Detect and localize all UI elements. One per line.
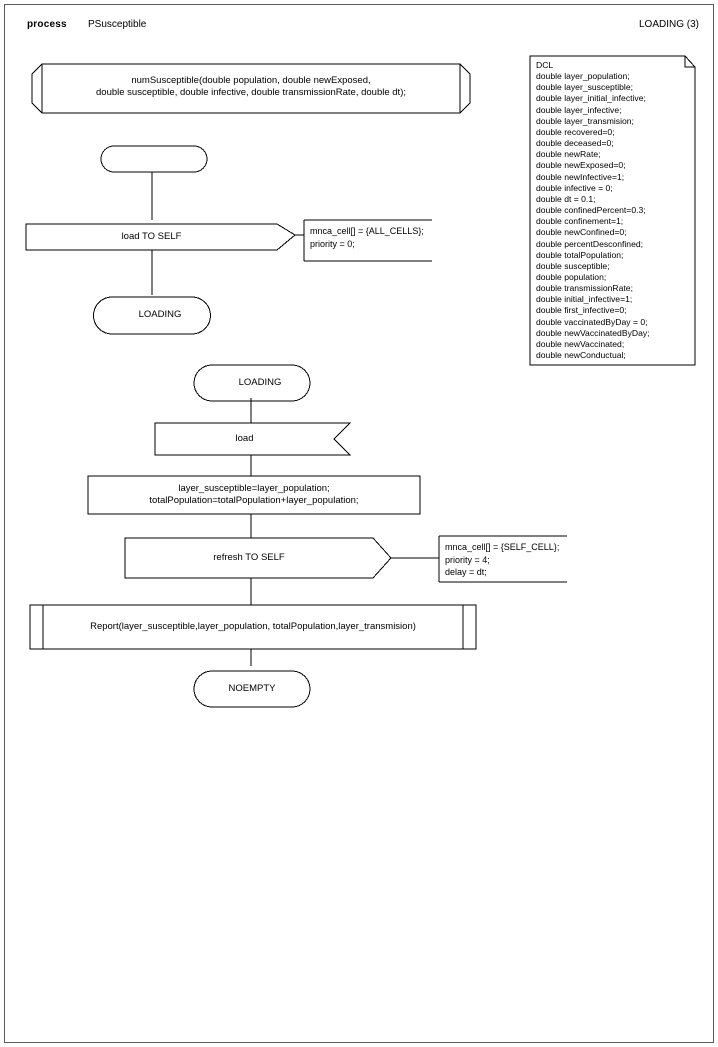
send-load-to-self-shape[interactable] [25, 223, 296, 251]
send-load-to-self-label: load TO SELF [121, 231, 182, 242]
send-refresh-to-self-shape[interactable] [124, 537, 392, 579]
comment-load-text: mnca_cell[] = {ALL_CELLS}; priority = 0; [310, 226, 424, 249]
input-load-label: load [235, 433, 254, 444]
state-loading-1-shape[interactable] [93, 296, 211, 335]
diagram-vector-layer [25, 55, 696, 708]
header-process-name: PSusceptible [88, 19, 147, 30]
state-loading-2-shape[interactable] [193, 364, 311, 402]
procedure-call-report-shape[interactable] [29, 604, 477, 650]
comment-load-bracket [303, 219, 432, 262]
state-noempty-shape[interactable] [193, 670, 311, 708]
comment-refresh-bracket [438, 535, 567, 583]
declaration-note-fold [684, 56, 695, 68]
header-keyword: process [27, 19, 67, 30]
comment-refresh-text: mnca_cell[] = {SELF_CELL}; priority = 4;… [445, 542, 560, 577]
state-noempty-label: NOEMPTY [228, 683, 276, 694]
procedure-signature-text: numSusceptible(double population, double… [96, 75, 406, 98]
task-assignments-text: layer_susceptible=layer_population; tota… [149, 483, 359, 506]
diagram-page: process PSusceptible LOADING (3) [4, 4, 714, 1043]
task-assignments-shape[interactable] [87, 475, 421, 515]
header-state-reference: LOADING (3) [638, 19, 699, 30]
input-load-shape[interactable] [154, 422, 352, 456]
procedure-signature-left-flag [31, 63, 43, 114]
state-start-shape[interactable] [100, 145, 208, 173]
declaration-note-text: DCL double layer_population; double laye… [536, 60, 650, 361]
state-loading-2-label: LOADING [238, 377, 282, 388]
declaration-note-shape[interactable] [529, 55, 696, 366]
procedure-signature-right-flag [459, 63, 471, 114]
procedure-call-report-text: Report(layer_susceptible,layer_populatio… [90, 621, 416, 632]
state-loading-1-label: LOADING [138, 309, 182, 320]
send-refresh-to-self-label: refresh TO SELF [213, 552, 285, 563]
